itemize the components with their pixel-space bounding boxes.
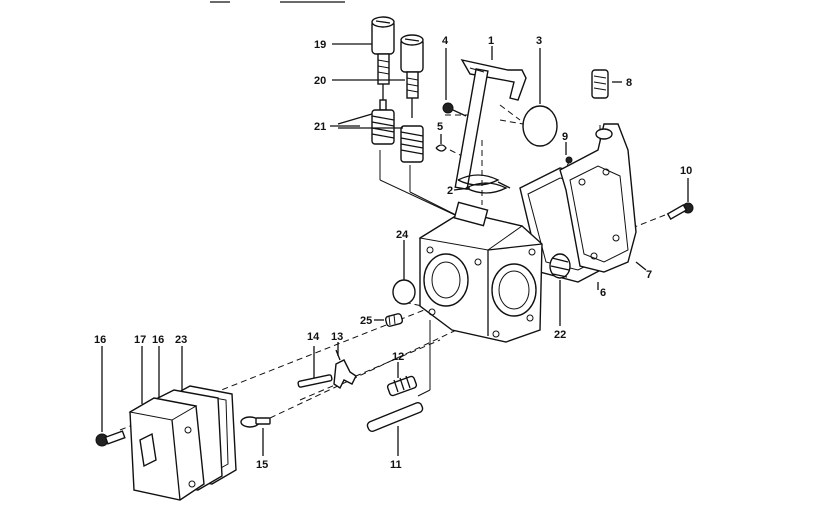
label-2: 2 bbox=[447, 185, 453, 197]
welch-plug-8 bbox=[591, 69, 609, 99]
label-9: 9 bbox=[562, 131, 568, 143]
label-3: 3 bbox=[536, 35, 542, 47]
label-23: 23 bbox=[175, 334, 187, 346]
mixture-screw-right bbox=[400, 34, 424, 118]
label-10: 10 bbox=[680, 165, 692, 177]
inlet-needle-11 bbox=[366, 402, 424, 432]
label-19: 19 bbox=[314, 39, 326, 51]
part-labels: 1 2 3 4 5 6 7 8 9 10 11 12 13 14 15 16 1… bbox=[94, 35, 692, 471]
label-14: 14 bbox=[307, 331, 320, 343]
pump-cover bbox=[559, 123, 637, 273]
label-17: 17 bbox=[134, 334, 146, 346]
lever-pin-14 bbox=[297, 374, 333, 388]
metering-spring-12 bbox=[386, 375, 418, 397]
throttle-screw bbox=[442, 102, 467, 117]
label-7: 7 bbox=[646, 269, 652, 281]
throttle-plate bbox=[499, 105, 558, 147]
label-22: 22 bbox=[554, 329, 566, 341]
label-8: 8 bbox=[626, 77, 632, 89]
leader-lines bbox=[101, 43, 689, 456]
label-15: 15 bbox=[256, 459, 268, 471]
label-11: 11 bbox=[390, 459, 402, 471]
label-13: 13 bbox=[331, 331, 343, 343]
spring-left bbox=[371, 109, 395, 145]
carburetor-body bbox=[418, 201, 543, 343]
screw-25 bbox=[384, 313, 404, 327]
label-16-right: 16 bbox=[152, 334, 164, 346]
label-5: 5 bbox=[437, 121, 443, 133]
mixture-screw-left bbox=[371, 16, 395, 111]
cover-screw-left bbox=[95, 430, 126, 447]
fuel-inlet-22 bbox=[549, 253, 571, 279]
label-1: 1 bbox=[488, 35, 494, 47]
label-12: 12 bbox=[392, 351, 404, 363]
label-21: 21 bbox=[314, 121, 326, 133]
cover-screw-10 bbox=[666, 202, 694, 221]
pin-9 bbox=[565, 156, 573, 164]
label-24: 24 bbox=[396, 229, 409, 241]
retaining-clip bbox=[435, 144, 447, 152]
label-20: 20 bbox=[314, 75, 326, 87]
pump-cover-17 bbox=[128, 397, 205, 501]
label-25: 25 bbox=[360, 315, 372, 327]
torsion-spring bbox=[457, 174, 511, 194]
screw-15 bbox=[240, 416, 271, 428]
label-6: 6 bbox=[600, 287, 606, 299]
spring-right bbox=[400, 125, 424, 163]
label-4: 4 bbox=[442, 35, 449, 47]
plug-24 bbox=[392, 279, 416, 305]
throttle-shaft bbox=[454, 58, 527, 191]
label-16-left: 16 bbox=[94, 334, 106, 346]
